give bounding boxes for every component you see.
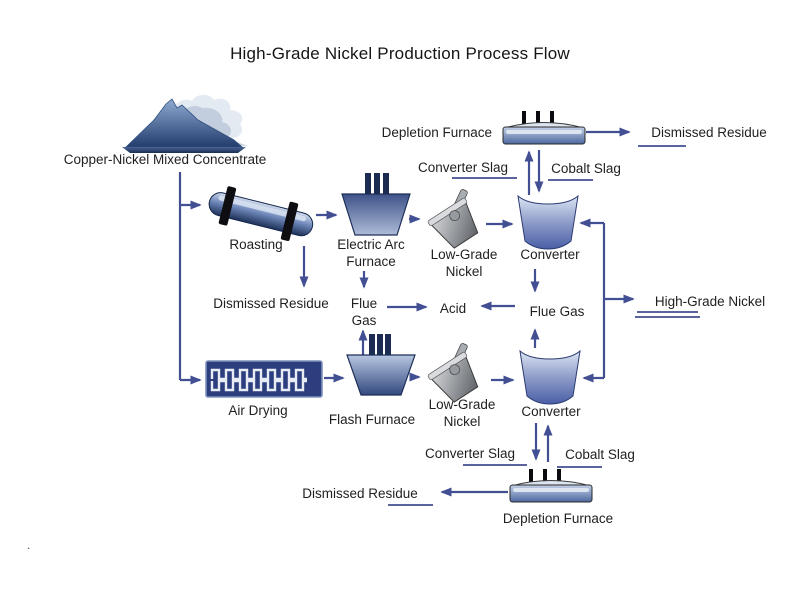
ore-pile-icon: [120, 92, 254, 154]
stray-dot: .: [27, 538, 31, 552]
flue-gas-left-label: Flue Gas: [350, 296, 378, 328]
arc-furnace-label: Electric Arc Furnace: [337, 237, 405, 269]
converter-vessel-icon: [517, 347, 583, 405]
converter-slag-top-label: Converter Slag: [417, 160, 509, 175]
high-grade-nickel-label: High-Grade Nickel: [654, 294, 766, 309]
rotary-kiln-icon: [200, 182, 324, 246]
converter-bottom-label: Converter: [521, 404, 581, 419]
converter-top-label: Converter: [520, 247, 580, 262]
cobalt-slag-top-label: Cobalt Slag: [551, 161, 621, 176]
arc-furnace-icon: [337, 170, 415, 238]
acid-label: Acid: [439, 301, 467, 316]
flue-gas-right-label: Flue Gas: [529, 304, 585, 319]
concentrate-label: Copper-Nickel Mixed Concentrate: [63, 152, 267, 167]
converter-vessel-icon: [515, 192, 581, 250]
depletion-furnace-icon: [505, 466, 597, 506]
depletion-furnace-icon: [498, 108, 590, 148]
air-dryer-icon: [205, 360, 323, 398]
roasting-label: Roasting: [229, 237, 283, 252]
dismissed-residue-mid-label: Dismissed Residue: [213, 296, 329, 311]
ladle-icon: [420, 340, 488, 406]
diagram-title: High-Grade Nickel Production Process Flo…: [230, 44, 570, 63]
cobalt-slag-bottom-label: Cobalt Slag: [565, 447, 635, 462]
flash-furnace-label: Flash Furnace: [328, 412, 416, 427]
dismissed-residue-bottom-label: Dismissed Residue: [302, 486, 418, 501]
converter-slag-bottom-label: Converter Slag: [424, 446, 516, 461]
air-drying-label: Air Drying: [228, 403, 288, 418]
low-grade-nickel-bottom-label: Low-Grade Nickel: [428, 397, 496, 429]
depletion-furnace-top-label: Depletion Furnace: [381, 125, 492, 140]
ladle-icon: [420, 186, 488, 252]
depletion-furnace-bottom-label: Depletion Furnace: [502, 511, 614, 526]
flash-furnace-icon: [342, 328, 420, 398]
dismissed-residue-top-label: Dismissed Residue: [651, 125, 767, 140]
low-grade-nickel-top-label: Low-Grade Nickel: [430, 247, 498, 279]
